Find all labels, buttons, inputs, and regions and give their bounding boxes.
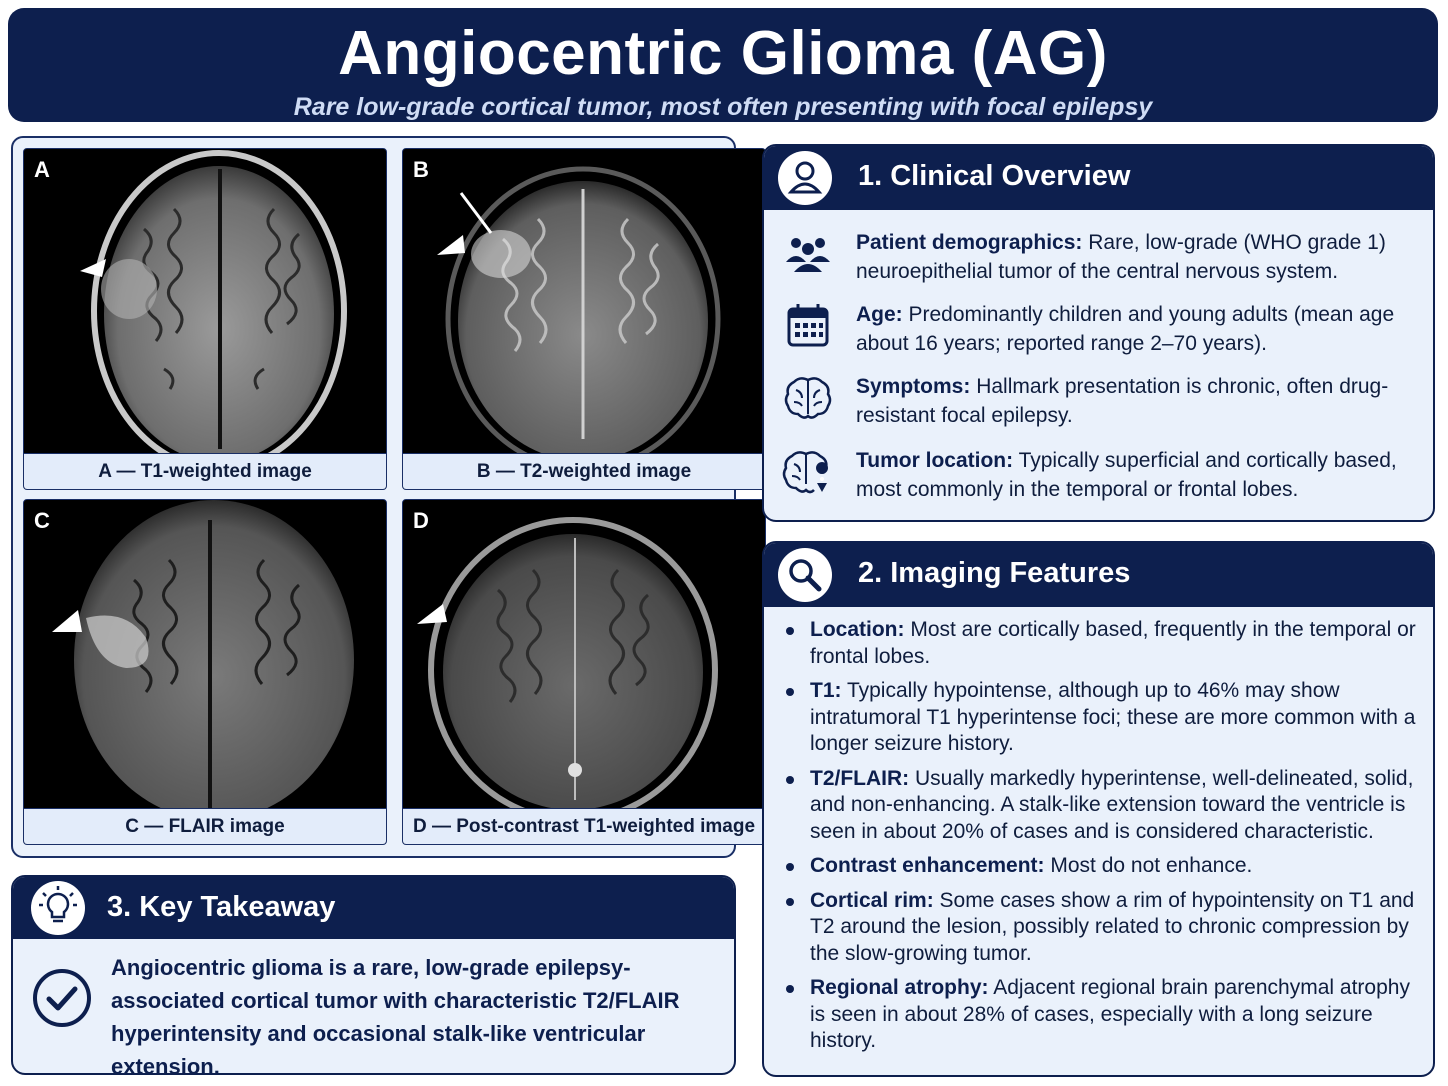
lightbulb-icon bbox=[31, 881, 85, 935]
t1-brain-scan bbox=[24, 149, 386, 455]
feature-label: Location: bbox=[810, 618, 905, 641]
calendar-icon bbox=[782, 300, 834, 352]
list-item: Cortical rim: Some cases show a rim of h… bbox=[784, 888, 1419, 968]
imaging-features-list: Location: Most are cortically based, fre… bbox=[784, 617, 1419, 1063]
image-caption-b: B — T2-weighted image bbox=[403, 453, 765, 489]
feature-text: Some cases show a rim of hypointensity o… bbox=[810, 888, 1415, 965]
arrowhead-marker bbox=[437, 235, 465, 255]
feature-text: Adjacent regional brain parenchymal atro… bbox=[810, 976, 1410, 1052]
flair-brain-scan bbox=[24, 500, 386, 810]
overview-text: Hallmark presentation is chronic, often … bbox=[856, 375, 1389, 427]
mri-image-c: C C — FLAIR image bbox=[23, 499, 387, 845]
list-item: Regional atrophy: Adjacent regional brai… bbox=[784, 975, 1419, 1055]
image-caption-a: A — T1-weighted image bbox=[24, 453, 386, 489]
list-item: Location: Most are cortically based, fre… bbox=[784, 617, 1419, 670]
clinical-overview-card: 1. Clinical Overview Patient demographic… bbox=[762, 144, 1435, 522]
arrow-marker bbox=[459, 192, 493, 234]
overview-text: Rare, low-grade (WHO grade 1) neuroepith… bbox=[856, 231, 1386, 283]
image-caption-d: D — Post-contrast T1-weighted image bbox=[403, 808, 765, 844]
overview-text: Typically superficial and cortically bas… bbox=[856, 449, 1397, 501]
imaging-features-card: 2. Imaging Features Location: Most are c… bbox=[762, 541, 1435, 1077]
page-title: Angiocentric Glioma (AG) bbox=[338, 19, 1108, 88]
key-takeaway-header: 3. Key Takeaway bbox=[13, 877, 734, 939]
feature-text: Most are cortically based, frequently in… bbox=[810, 618, 1416, 668]
magnifier-icon bbox=[778, 548, 832, 602]
mri-image-d: D D — Post-contrast T1-weighted image bbox=[402, 499, 766, 845]
feature-text: Typically hypointense, although up to 46… bbox=[810, 679, 1416, 755]
overview-label: Tumor location: bbox=[856, 449, 1014, 472]
image-letter-d: D bbox=[413, 508, 429, 533]
key-takeaway-card: 3. Key Takeaway Angiocentric glioma is a… bbox=[11, 875, 736, 1075]
title-banner: Angiocentric Glioma (AG) Rare low-grade … bbox=[8, 8, 1438, 122]
list-item: Contrast enhancement: Most do not enhanc… bbox=[784, 853, 1419, 880]
key-takeaway-text: Angiocentric glioma is a rare, low-grade… bbox=[111, 955, 680, 1075]
page-subtitle: Rare low-grade cortical tumor, most ofte… bbox=[293, 93, 1153, 121]
clinical-overview-header: 1. Clinical Overview bbox=[764, 146, 1433, 210]
arrowhead-marker bbox=[80, 259, 106, 277]
list-item: T2/FLAIR: Usually markedly hyperintense,… bbox=[784, 766, 1419, 846]
imaging-features-title: 2. Imaging Features bbox=[858, 557, 1131, 589]
image-letter-a: A bbox=[34, 157, 50, 182]
image-letter-b: B bbox=[413, 157, 429, 182]
image-caption-c: C — FLAIR image bbox=[24, 808, 386, 844]
clinical-overview-title: 1. Clinical Overview bbox=[858, 160, 1131, 192]
feature-label: T2/FLAIR: bbox=[810, 766, 910, 790]
people-icon bbox=[782, 228, 834, 280]
feature-text: Usually markedly hyperintense, well-deli… bbox=[810, 766, 1414, 843]
checkmark-icon bbox=[31, 967, 93, 1029]
feature-label: Regional atrophy: bbox=[810, 976, 989, 999]
arrowhead-marker bbox=[417, 604, 447, 624]
image-letter-c: C bbox=[34, 508, 50, 533]
imaging-features-header: 2. Imaging Features bbox=[764, 543, 1433, 607]
overview-label: Age: bbox=[856, 303, 903, 326]
brain-icon bbox=[782, 372, 834, 424]
feature-label: T1: bbox=[810, 679, 842, 702]
brain-location-icon bbox=[782, 446, 834, 498]
mri-image-a: A A — T1-weighted image bbox=[23, 148, 387, 490]
overview-text: Predominantly children and young adults … bbox=[856, 303, 1395, 355]
key-takeaway-title: 3. Key Takeaway bbox=[107, 891, 336, 923]
post-contrast-t1-brain-scan bbox=[403, 500, 765, 810]
feature-text: Most do not enhance. bbox=[1044, 854, 1253, 877]
mri-image-panel: A A — T1-weighted image B B — bbox=[11, 136, 766, 858]
feature-label: Cortical rim: bbox=[810, 888, 934, 912]
overview-label: Patient demographics: bbox=[856, 231, 1083, 254]
t2-brain-scan bbox=[403, 149, 765, 455]
feature-label: Contrast enhancement: bbox=[810, 854, 1045, 877]
mri-image-b: B B — T2-weighted image bbox=[402, 148, 766, 490]
overview-label: Symptoms: bbox=[856, 375, 971, 398]
list-item: T1: Typically hypointense, although up t… bbox=[784, 678, 1419, 758]
person-icon bbox=[778, 151, 832, 205]
arrowhead-marker bbox=[52, 610, 82, 632]
